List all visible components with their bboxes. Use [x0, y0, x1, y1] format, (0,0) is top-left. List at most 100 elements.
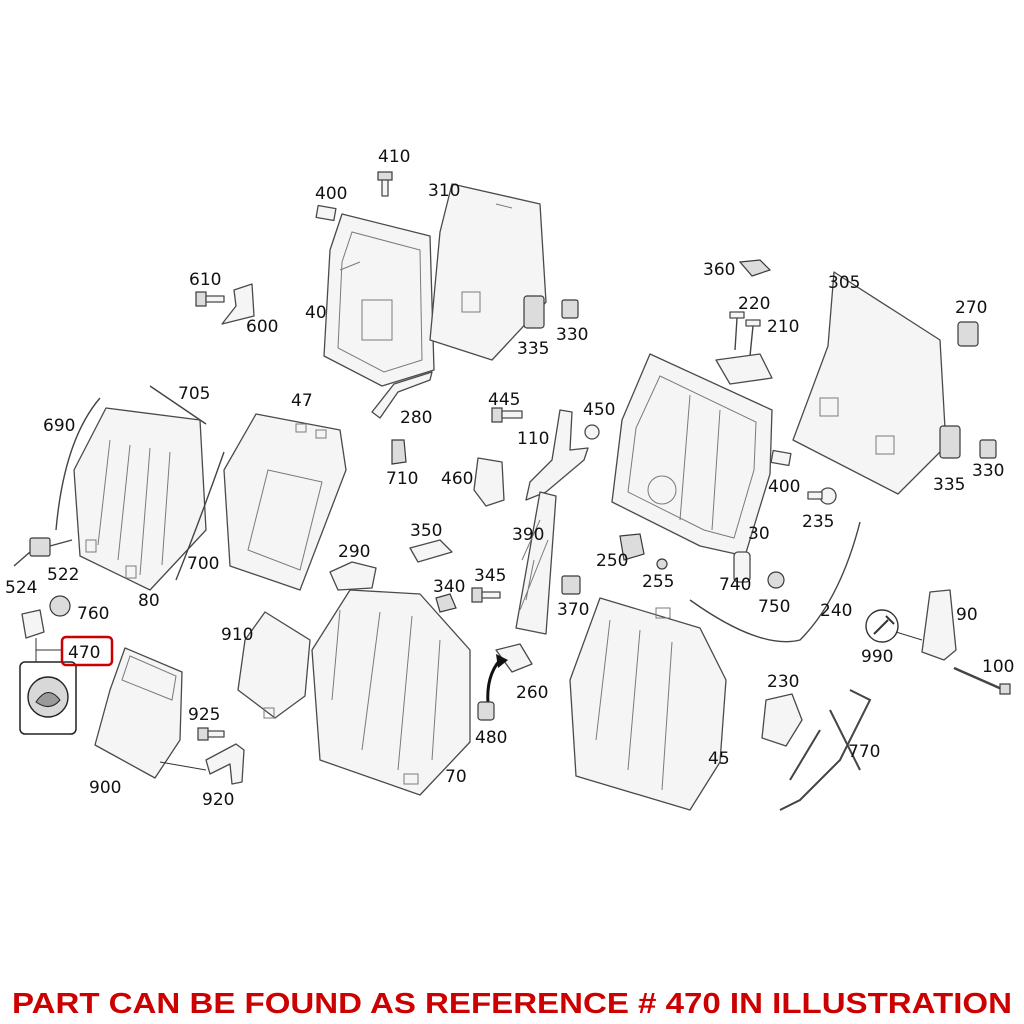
part-900-trim-panel — [94, 647, 183, 779]
part-390-hatch — [519, 519, 549, 611]
part-350-clip — [409, 539, 453, 563]
callout-label: 750 — [758, 597, 790, 617]
callout-label: 210 — [767, 317, 799, 337]
callout-label: 40 — [305, 303, 327, 323]
callout-label: 705 — [178, 384, 210, 404]
callout-label: 920 — [202, 790, 234, 810]
callout-label: 480 — [475, 728, 507, 748]
callout-label: 235 — [802, 512, 834, 532]
callout-label: 990 — [861, 647, 893, 667]
part-740-sleeve — [733, 551, 751, 583]
callout-label: 740 — [719, 575, 751, 595]
callout-label: 30 — [748, 524, 770, 544]
part-270-clip — [957, 321, 979, 347]
part-400-clip — [315, 204, 337, 222]
part-460-handle — [473, 457, 505, 507]
part-770-bracket — [779, 689, 872, 811]
part-235-screw — [807, 487, 837, 505]
callout-label: 260 — [516, 683, 548, 703]
callout-label: 100 — [982, 657, 1014, 677]
part-524-terminal — [13, 551, 31, 567]
part-450-washer — [584, 424, 600, 440]
part-110-hinge — [525, 409, 589, 501]
callout-label: 350 — [410, 521, 442, 541]
callout-label: 230 — [767, 672, 799, 692]
callout-label: 220 — [738, 294, 770, 314]
callout-label: 290 — [338, 542, 370, 562]
part-250-bracket — [619, 533, 645, 561]
part-280-bracket — [371, 371, 433, 419]
callout-label: 524 — [5, 578, 37, 598]
part-80-seat-cover — [73, 407, 207, 591]
callout-label: 445 — [488, 390, 520, 410]
part-400-clip-b — [770, 449, 792, 467]
part-920-bracket — [205, 743, 245, 785]
callout-label: 240 — [820, 601, 852, 621]
leader-990-90 — [895, 631, 923, 641]
part-335-clip — [523, 295, 545, 329]
callout-label: 360 — [703, 260, 735, 280]
callout-label: 690 — [43, 416, 75, 436]
part-705-rod — [149, 385, 207, 425]
callout-label: 345 — [474, 566, 506, 586]
part-70-backrest-cushion — [311, 589, 471, 796]
highlight-box — [60, 635, 114, 667]
callout-label: 700 — [187, 554, 219, 574]
callout-label: 335 — [517, 339, 549, 359]
part-700-wire — [175, 451, 225, 581]
part-470-cover — [19, 661, 77, 735]
part-750-nut — [767, 571, 785, 589]
callout-label: 47 — [291, 391, 313, 411]
part-340-clip — [435, 593, 457, 613]
highlighted-callout: 470 — [60, 635, 114, 667]
part-220-pin — [729, 311, 745, 351]
part-305-back-panel — [792, 271, 947, 495]
callout-label: 770 — [848, 742, 880, 762]
part-90-cover — [921, 589, 957, 661]
callout-label: 522 — [47, 565, 79, 585]
part-310-back-panel — [429, 183, 547, 361]
part-290-clip — [329, 561, 377, 591]
wrench-icon — [865, 609, 899, 643]
callout-label: 900 — [89, 778, 121, 798]
callout-label: 400 — [768, 477, 800, 497]
part-40-backrest-frame — [323, 213, 435, 387]
part-910-trim-panel — [237, 611, 311, 719]
part-390-strip — [515, 491, 557, 635]
callout-label: 370 — [557, 600, 589, 620]
part-480-cap — [477, 701, 495, 721]
callout-label: 70 — [445, 767, 467, 787]
callout-label: 110 — [517, 429, 549, 449]
part-100-head — [999, 683, 1011, 695]
callout-label: 910 — [221, 625, 253, 645]
part-760-grommet — [49, 595, 71, 617]
part-260-latch — [495, 643, 533, 673]
callout-label: 330 — [972, 461, 1004, 481]
callout-label: 610 — [189, 270, 221, 290]
callout-label: 280 — [400, 408, 432, 428]
callout-label: 410 — [378, 147, 410, 167]
part-260-arrowhead — [496, 654, 508, 668]
part-100-bolt — [953, 666, 1005, 692]
part-30-backrest-frame — [611, 353, 773, 557]
callout-label: 90 — [956, 605, 978, 625]
leader-920-900 — [159, 761, 207, 771]
callout-label: 450 — [583, 400, 615, 420]
part-45-backrest-cushion — [569, 597, 727, 811]
callout-label: 270 — [955, 298, 987, 318]
part-220-mount — [715, 353, 773, 385]
callout-label: 330 — [556, 325, 588, 345]
callout-label: 80 — [138, 591, 160, 611]
part-370-clip — [561, 575, 581, 595]
highlighted-callout-label: 470 — [68, 643, 100, 663]
callout-label: 925 — [188, 705, 220, 725]
part-330-clip — [561, 299, 579, 319]
part-610-bolt — [195, 291, 225, 307]
part-710-clip — [391, 439, 407, 465]
callout-label: 400 — [315, 184, 347, 204]
part-690-wire — [55, 397, 101, 531]
part-330-clip-b — [979, 439, 997, 459]
part-410-bolt — [377, 171, 393, 197]
callout-label: 255 — [642, 572, 674, 592]
